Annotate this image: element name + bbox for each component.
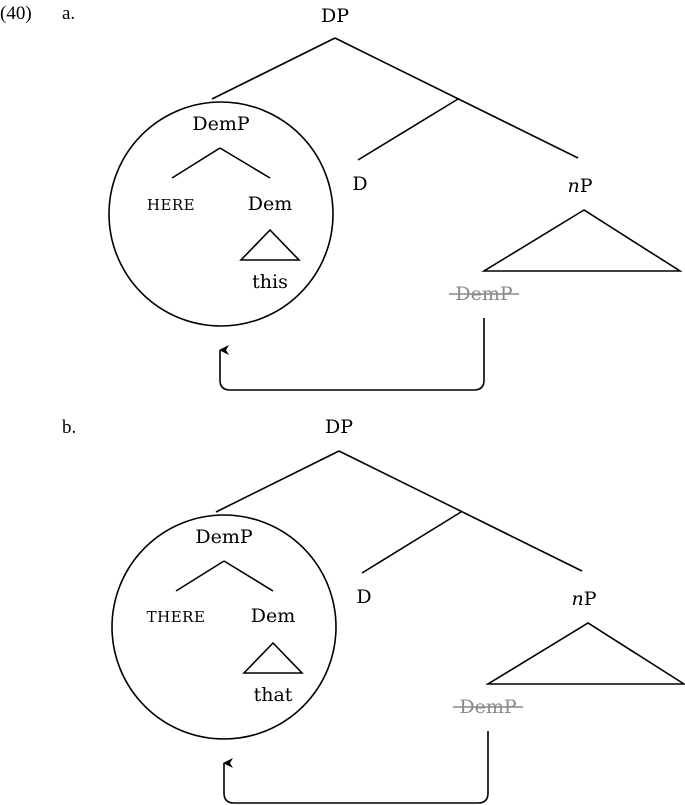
tree-a-dem-triangle <box>239 228 301 261</box>
tree-a-branch-demp-right <box>219 147 271 179</box>
tree-b-label: b. <box>62 417 76 438</box>
tree-a-np-node: nP <box>567 175 592 197</box>
tree-b: b. DP DemP THERE Dem that D nP DemP <box>62 416 685 804</box>
tree-a-np-triangle <box>481 209 683 272</box>
tree-b-demp-node: DemP <box>195 526 252 548</box>
tree-b-spec-circle <box>111 514 337 740</box>
tree-a-d-node: D <box>352 173 367 195</box>
arrow-up-icon <box>223 731 489 804</box>
tree-a: a. DP DemP HERE Dem this D nP DemP <box>62 3 683 391</box>
tree-a-root-node: DP <box>321 5 349 27</box>
tree-a-branch-demp-left <box>171 147 221 179</box>
tree-a-label: a. <box>62 3 75 24</box>
tree-a-this-word: this <box>252 271 288 293</box>
tree-b-branch-demp-left <box>175 560 225 592</box>
tree-b-that-word: that <box>254 684 293 706</box>
tree-a-branch-dbar-d <box>357 98 459 161</box>
tree-a-dem-node: Dem <box>248 193 293 215</box>
tree-a-branch-root-dbar <box>334 37 579 159</box>
tree-b-d-node: D <box>356 586 371 608</box>
tree-b-there-node: THERE <box>147 608 206 626</box>
tree-b-dem-triangle <box>242 641 304 674</box>
tree-a-spec-circle <box>108 101 334 327</box>
tree-b-root-node: DP <box>325 416 353 438</box>
tree-b-branch-root-spec <box>215 450 340 513</box>
tree-b-np-node: nP <box>571 588 596 610</box>
tree-a-demp-node: DemP <box>192 113 249 135</box>
arrow-up-icon <box>219 318 485 391</box>
tree-b-branch-dbar-d <box>361 511 462 574</box>
example-number: (40) <box>0 3 32 24</box>
tree-b-dem-node: Dem <box>251 605 296 627</box>
tree-b-branch-root-dbar <box>338 450 583 572</box>
tree-b-branch-demp-right <box>223 560 274 592</box>
tree-a-here-node: HERE <box>147 196 195 214</box>
tree-a-branch-root-spec <box>211 37 336 100</box>
tree-b-np-triangle <box>485 622 685 685</box>
